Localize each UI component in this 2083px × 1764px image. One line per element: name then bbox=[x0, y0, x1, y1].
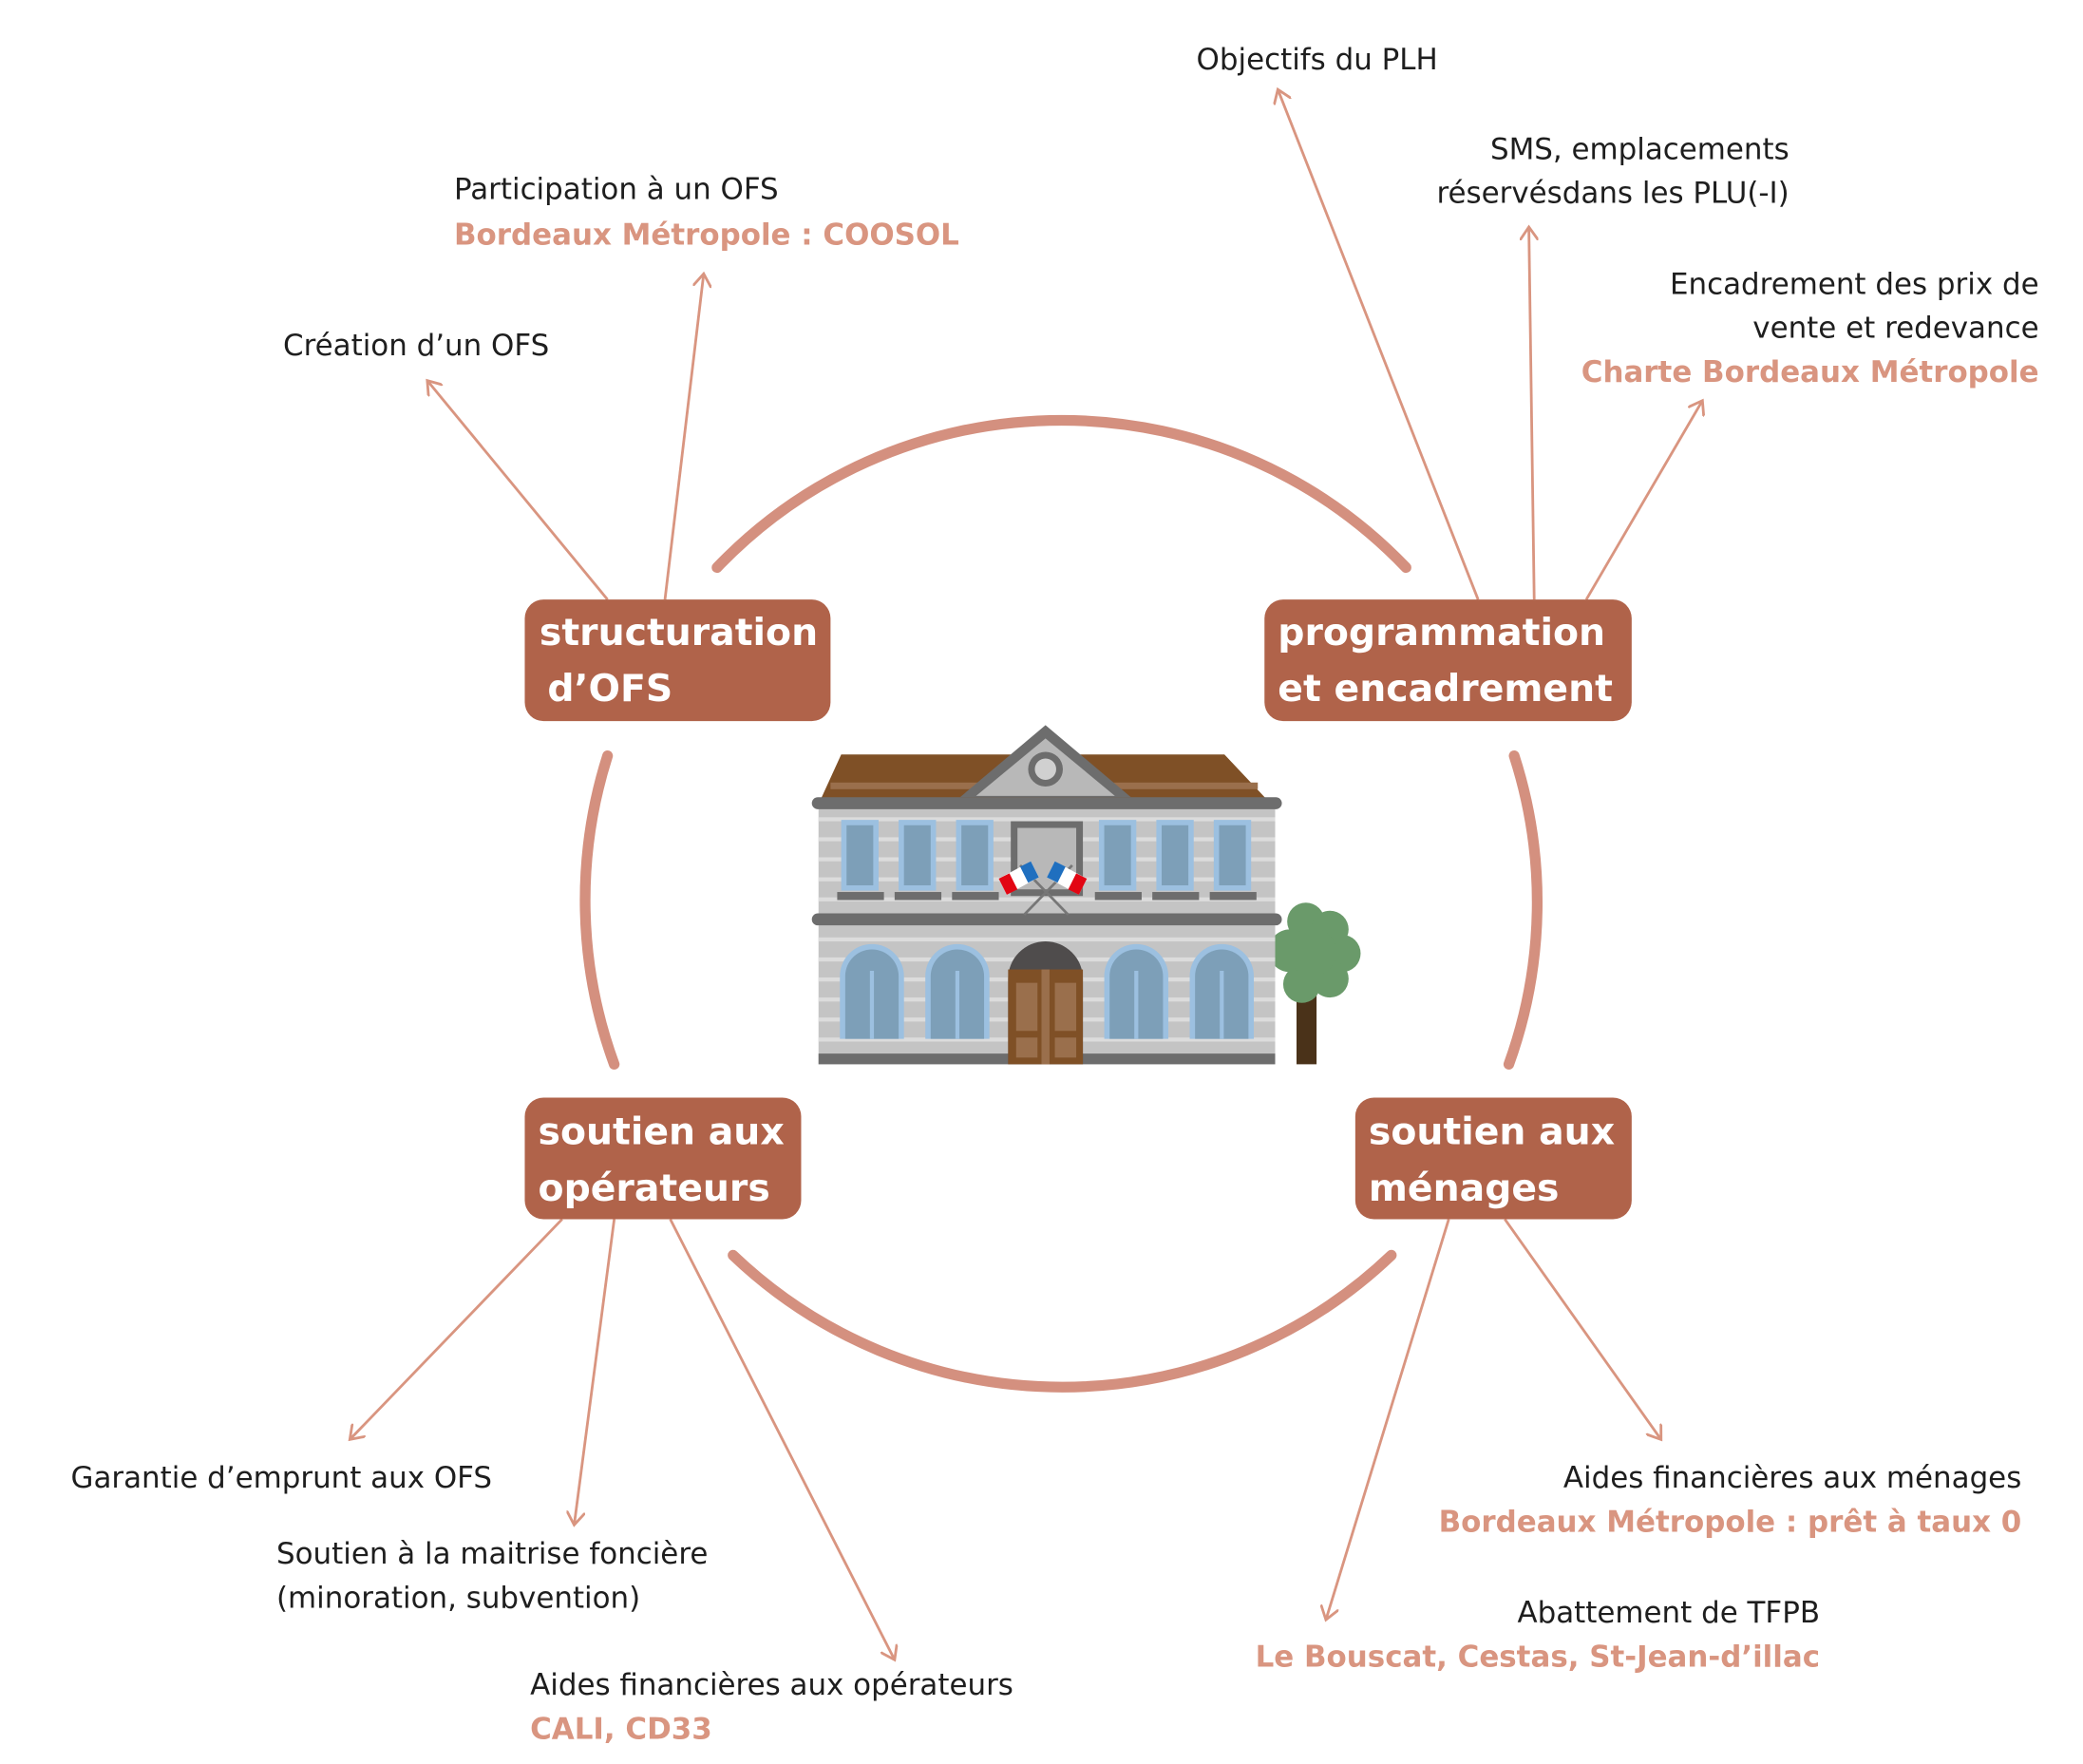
hub-label: opérateurs bbox=[539, 1167, 770, 1210]
town-hall-icon bbox=[811, 725, 1282, 1065]
hub-label: soutien aux bbox=[539, 1110, 785, 1154]
label-maitrise: Soutien à la maitrise foncière bbox=[276, 1537, 708, 1571]
hub-operateurs: soutien aux opérateurs bbox=[524, 1097, 802, 1220]
label-aides-operateurs-hl: CALI, CD33 bbox=[530, 1712, 712, 1746]
hub-label: structuration bbox=[540, 611, 818, 654]
label-sms: SMS, emplacements bbox=[1490, 132, 1789, 166]
arrows bbox=[350, 89, 1702, 1660]
label-garantie: Garantie d’emprunt aux OFS bbox=[71, 1461, 493, 1495]
label-sms: réservésdans les PLU(-I) bbox=[1437, 177, 1789, 211]
hub-label: d’OFS bbox=[547, 667, 672, 711]
label-plh: Objectifs du PLH bbox=[1197, 43, 1438, 77]
label-aides-menages: Aides financières aux ménages bbox=[1563, 1461, 2021, 1495]
label-tfpb-hl: Le Bouscat, Cestas, St-Jean-d’illac bbox=[1256, 1640, 1820, 1674]
label-aides-operateurs: Aides financières aux opérateurs bbox=[530, 1668, 1013, 1702]
cycle-ring bbox=[579, 414, 1543, 1393]
label-creation: Création d’un OFS bbox=[283, 329, 549, 363]
hub-label: ménages bbox=[1369, 1167, 1560, 1210]
hub-label: soutien aux bbox=[1369, 1110, 1615, 1154]
hub-structuration: structuration d’OFS bbox=[524, 599, 831, 722]
label-encadrement: Encadrement des prix de bbox=[1670, 267, 2039, 301]
hub-label: programmation bbox=[1278, 611, 1605, 654]
label-maitrise: (minoration, subvention) bbox=[276, 1582, 640, 1616]
label-participation-hl: Bordeaux Métropole : COOSOL bbox=[454, 218, 959, 252]
hub-label: et encadrement bbox=[1278, 667, 1613, 711]
hub-programmation: programmation et encadrement bbox=[1264, 599, 1632, 722]
label-tfpb: Abattement de TFPB bbox=[1517, 1596, 1820, 1630]
label-participation: Participation à un OFS bbox=[454, 172, 779, 206]
flags-icon bbox=[998, 861, 1088, 916]
label-encadrement: vente et redevance bbox=[1752, 312, 2038, 346]
tree-icon bbox=[1268, 902, 1361, 1065]
hub-menages: soutien aux ménages bbox=[1354, 1097, 1632, 1220]
label-aides-menages-hl: Bordeaux Métropole : prêt à taux 0 bbox=[1439, 1505, 2022, 1539]
label-encadrement-hl: Charte Bordeaux Métropole bbox=[1581, 355, 2039, 389]
